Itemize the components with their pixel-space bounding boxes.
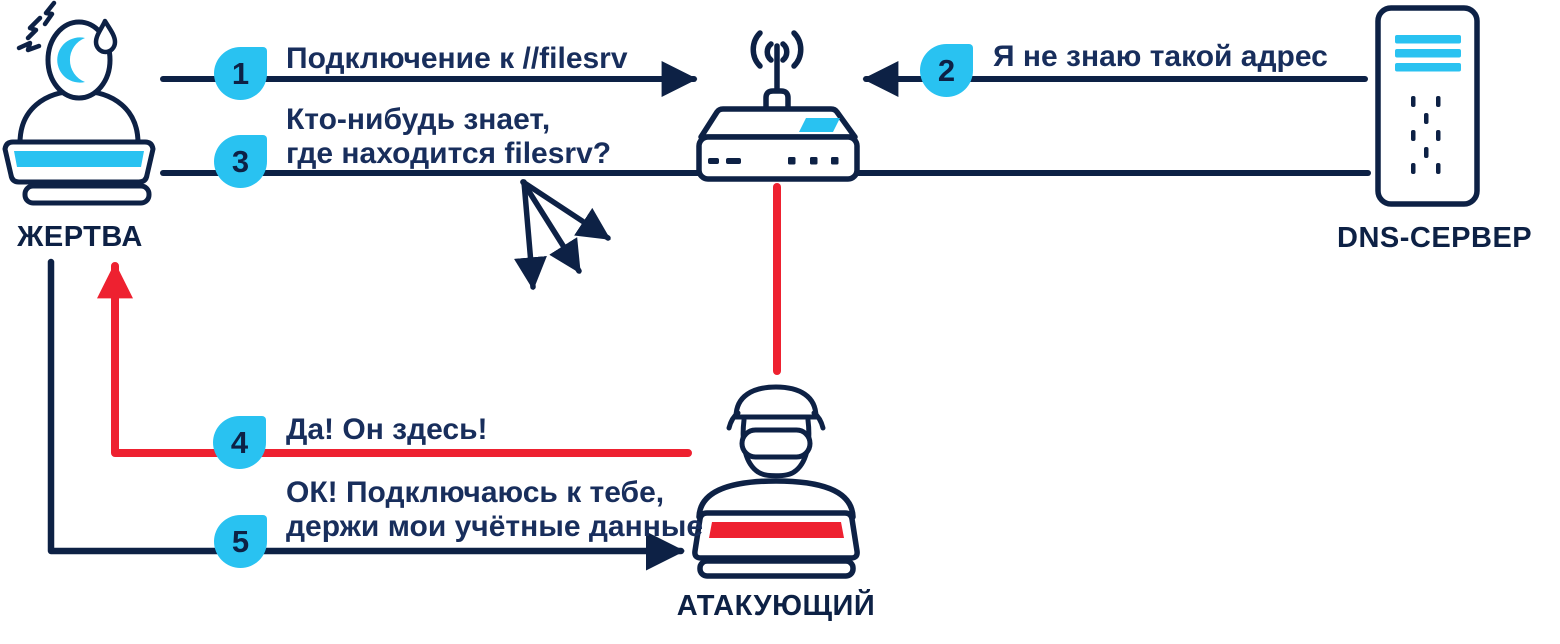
victim-base xyxy=(22,183,152,206)
arrow-step4 xyxy=(97,262,692,457)
laptop-red-stripe xyxy=(709,522,844,538)
server-vent-dots xyxy=(1411,96,1441,174)
router-front-face xyxy=(696,134,860,182)
wifi-router-icon xyxy=(696,30,860,182)
step-message-4-line1: Да! Он здесь! xyxy=(286,413,488,446)
laptop-base xyxy=(697,558,856,579)
cap-brim-right xyxy=(811,410,826,431)
router-front-details xyxy=(708,157,839,165)
attacker-goggles-icon xyxy=(739,427,813,460)
attacker-cap-icon xyxy=(733,384,819,420)
broadcast-arrow-2 xyxy=(520,179,582,274)
server-drive-bars xyxy=(1395,35,1461,72)
step-badge-3: 3 xyxy=(214,135,267,188)
moon-icon xyxy=(57,37,85,83)
step-badge-2: 2 xyxy=(920,44,973,97)
hacker-laptop-icon xyxy=(692,384,860,579)
step-badge-5: 5 xyxy=(214,515,267,568)
step-message-1: Подключение к //filesrv xyxy=(286,42,628,76)
step-message-5-line1: ОК! Подключаюсь к тебе, xyxy=(286,476,665,509)
victim-icon xyxy=(2,0,156,206)
step-message-1-line1: Подключение к //filesrv xyxy=(286,42,628,75)
server-tower-icon xyxy=(1375,5,1480,207)
cap-brim-left xyxy=(726,410,741,431)
step-message-2: Я не знаю такой адрес xyxy=(993,40,1328,74)
attacker-label: АТАКУЮЩИЙ xyxy=(676,590,876,622)
router-top-highlight xyxy=(799,118,840,132)
step-message-3-line1: Кто-нибудь знает, xyxy=(286,103,551,136)
broadcast-arrow-3 xyxy=(514,179,547,291)
victim-label: ЖЕРТВА xyxy=(17,221,143,253)
arrow-step5 xyxy=(47,258,685,571)
lightning-bolts-icon xyxy=(16,0,57,53)
step-message-4: Да! Он здесь! xyxy=(286,413,488,447)
step-badge-1: 1 xyxy=(214,47,267,100)
wifi-waves-icon xyxy=(750,30,804,69)
sweat-droplet-icon xyxy=(93,18,118,55)
victim-desk-band xyxy=(14,151,144,167)
step-badge-4: 4 xyxy=(213,416,266,469)
step-message-5: ОК! Подключаюсь к тебе, держи мои учётны… xyxy=(286,476,703,544)
dns-server-label: DNS-СЕРВЕР xyxy=(1337,222,1533,254)
attacker-shoulders xyxy=(696,478,856,520)
step-message-2-line1: Я не знаю такой адрес xyxy=(993,40,1328,73)
broadcast-arrow-1 xyxy=(520,179,611,241)
step-message-3: Кто-нибудь знает, где находится filesrv? xyxy=(286,103,611,171)
step-message-5-line2: держи мои учётные данные xyxy=(286,510,704,543)
step-message-3-line2: где находится filesrv? xyxy=(286,137,612,170)
